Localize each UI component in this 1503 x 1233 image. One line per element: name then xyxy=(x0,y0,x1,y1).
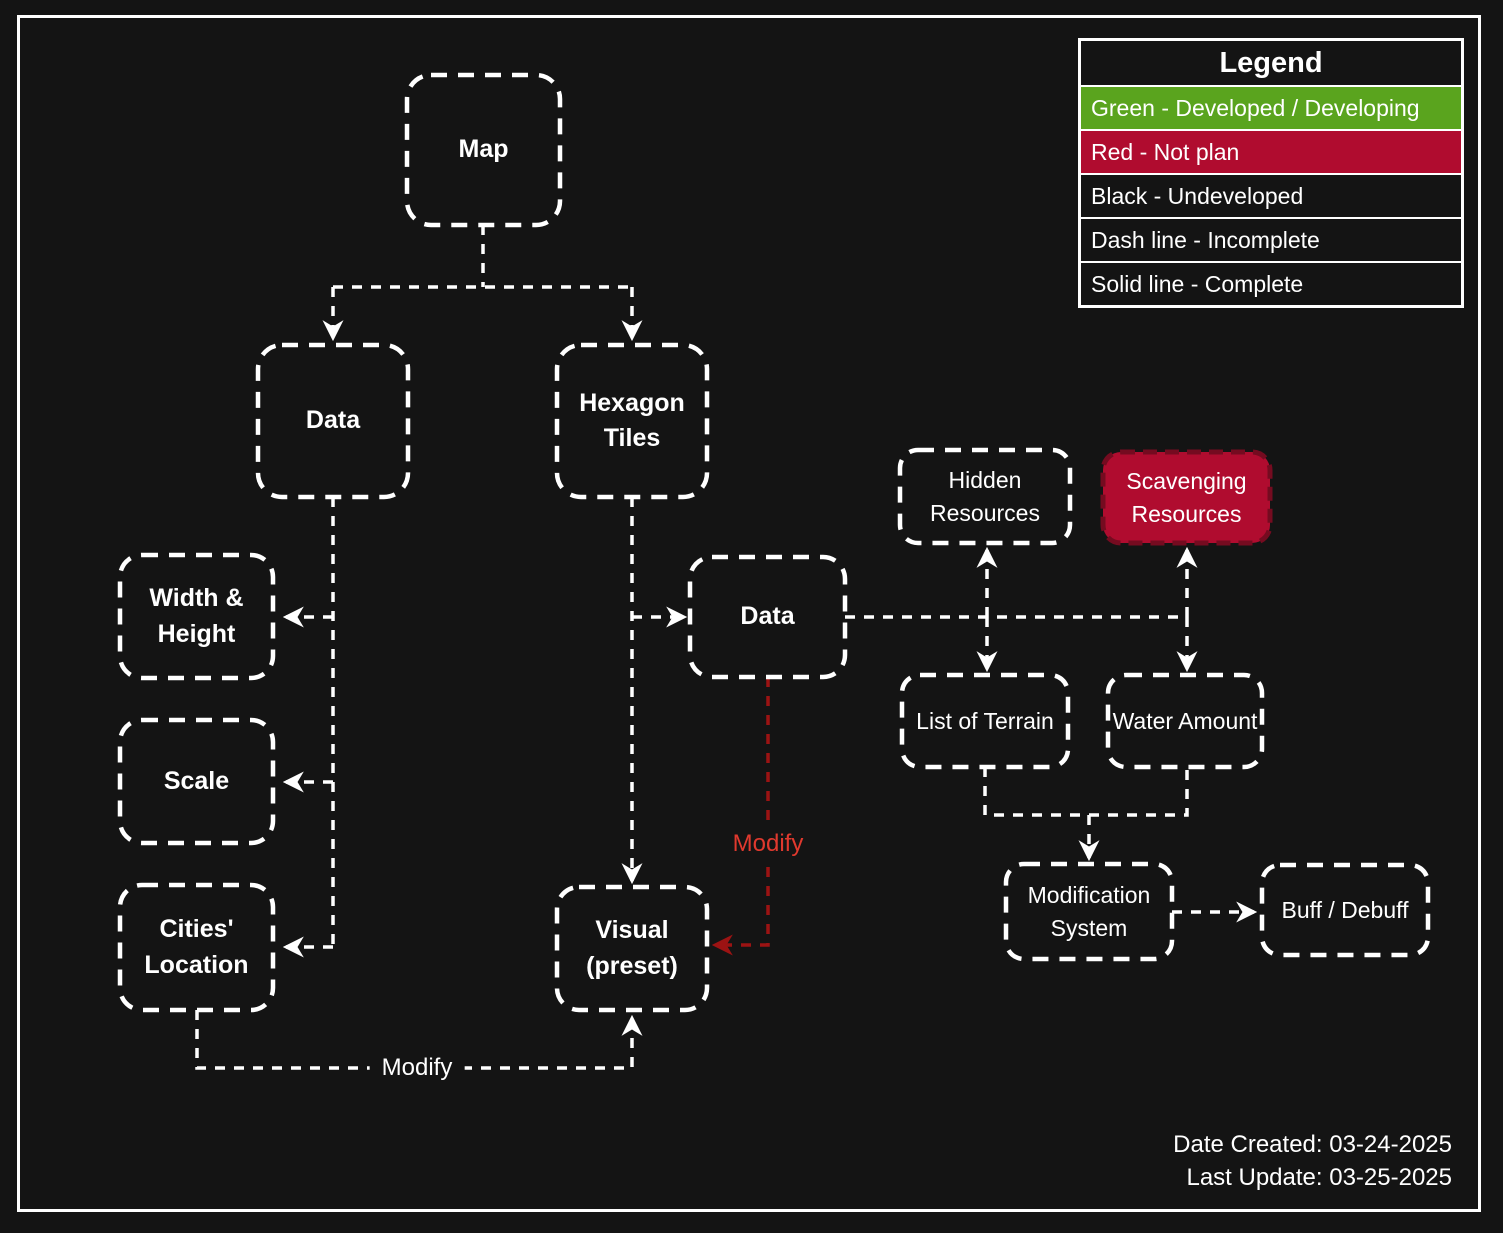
node-modification-system: Modification System xyxy=(1006,864,1172,959)
last-update: Last Update: 03-25-2025 xyxy=(1186,1164,1452,1191)
node-width-height-label: Width & Height xyxy=(149,584,244,648)
legend-row-black: Black - Undeveloped xyxy=(1081,173,1461,217)
node-scale-label: Scale xyxy=(163,766,230,795)
hexagon-tiles-box xyxy=(554,342,710,500)
scavenging-resources-box xyxy=(1100,449,1273,546)
outer-frame xyxy=(17,15,1481,1212)
edge-terrain-water-join xyxy=(983,767,1189,817)
data-left-box xyxy=(255,342,411,500)
cities-location-box xyxy=(117,882,276,1013)
node-water-amount: Water Amount xyxy=(1108,675,1262,767)
node-width-height: Width & Height xyxy=(120,555,273,678)
buff-debuff-box xyxy=(1259,862,1431,958)
node-scale: Scale xyxy=(120,720,273,843)
modification-system-box xyxy=(1003,861,1175,962)
node-modification-system-label: Modification System xyxy=(1027,881,1151,941)
data-center-box xyxy=(687,554,848,680)
legend: Legend Green - Developed / Developing Re… xyxy=(1078,38,1464,308)
node-list-of-terrain-label: List of Terrain xyxy=(916,707,1054,734)
node-outlines xyxy=(117,72,1431,1013)
legend-title: Legend xyxy=(1219,47,1323,79)
footer-dates: Date Created: 03-24-2025 Last Update: 03… xyxy=(1020,1128,1452,1194)
modify-label-white: Modify xyxy=(369,1051,465,1085)
node-visual-preset-label: Visual (preset) xyxy=(586,916,678,980)
node-data-left: Data xyxy=(258,345,408,497)
node-data-center-label: Data xyxy=(740,602,795,631)
node-map: Map xyxy=(407,75,560,225)
legend-row-solid: Solid line - Complete xyxy=(1081,261,1461,305)
node-hidden-resources: Hidden Resources xyxy=(900,450,1070,543)
node-scavenging-resources-label: Scavenging Resources xyxy=(1126,467,1247,527)
legend-row-green: Green - Developed / Developing xyxy=(1081,85,1461,129)
node-buff-debuff: Buff / Debuff xyxy=(1262,865,1428,955)
node-scavenging-resources: Scavenging Resources xyxy=(1103,452,1270,543)
node-visual-preset: Visual (preset) xyxy=(557,887,707,1010)
node-data-center: Data xyxy=(690,557,845,677)
hidden-resources-box xyxy=(897,447,1073,546)
width-height-box xyxy=(117,552,276,681)
node-hexagon-tiles-label: Hexagon Tiles xyxy=(579,388,685,453)
node-cities-location-label: Cities' Location xyxy=(144,915,249,979)
edge-data-modify-visual xyxy=(711,677,770,956)
node-map-label: Map xyxy=(458,135,509,164)
node-data-left-label: Data xyxy=(305,406,361,435)
legend-row-red: Red - Not plan xyxy=(1081,129,1461,173)
list-of-terrain-box xyxy=(899,672,1071,770)
visual-preset-box xyxy=(554,884,710,1013)
node-buff-debuff-label: Buff / Debuff xyxy=(1281,896,1409,923)
node-list-of-terrain: List of Terrain xyxy=(902,675,1068,767)
scale-box xyxy=(117,717,276,846)
node-cities-location: Cities' Location xyxy=(120,885,273,1010)
date-created: Date Created: 03-24-2025 xyxy=(1173,1131,1452,1158)
water-amount-box xyxy=(1105,672,1265,770)
map-box xyxy=(404,72,563,228)
node-hidden-resources-label: Hidden Resources xyxy=(930,466,1040,526)
legend-row-dash: Dash line - Incomplete xyxy=(1081,217,1461,261)
node-hexagon-tiles: Hexagon Tiles xyxy=(557,345,707,497)
modify-label-red: Modify xyxy=(722,822,814,866)
node-water-amount-label: Water Amount xyxy=(1112,707,1258,734)
